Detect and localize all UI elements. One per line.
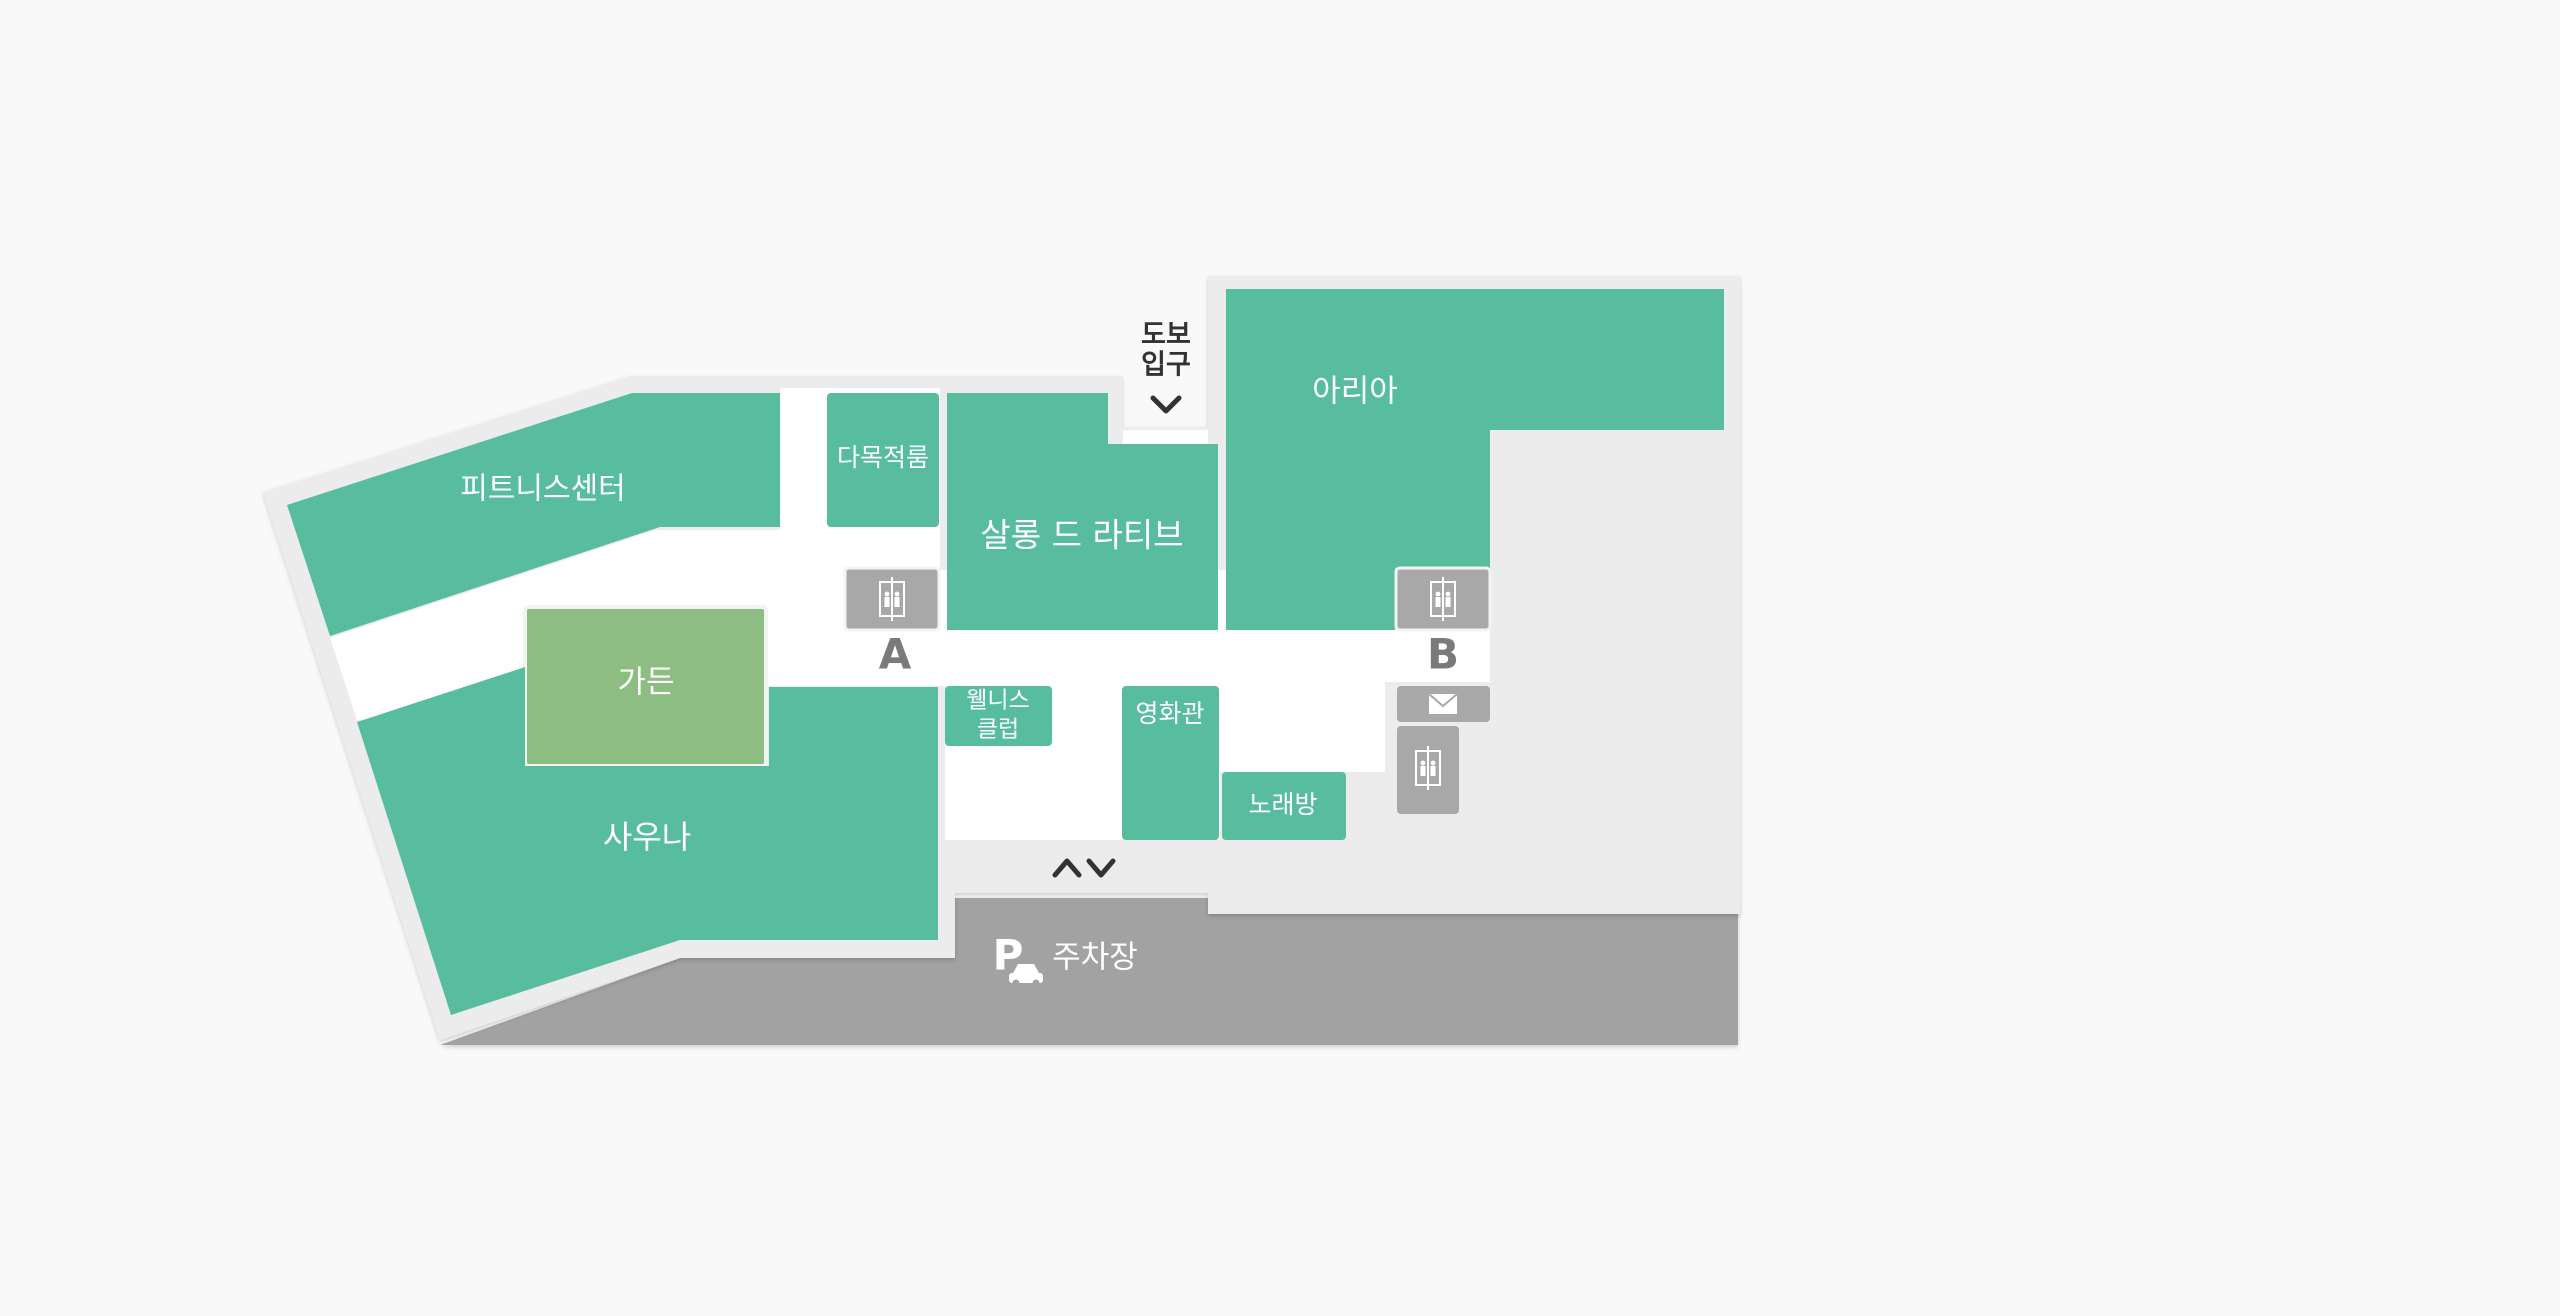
room-garden[interactable]: 가든 xyxy=(523,605,768,768)
parking-area xyxy=(440,898,1738,1045)
marker-a: A xyxy=(879,630,912,679)
elevator-b[interactable] xyxy=(1394,566,1492,632)
chevron-down-icon xyxy=(1086,858,1116,878)
elevator-c[interactable] xyxy=(1397,726,1459,814)
room-label-cinema: 영화관 xyxy=(1135,699,1204,728)
chevron-down-icon xyxy=(1150,395,1182,414)
room-salon[interactable]: 살롱 드 라티브 xyxy=(947,393,1218,630)
marker-b: B xyxy=(1427,630,1459,679)
room-label-salon: 살롱 드 라티브 xyxy=(980,516,1183,555)
parking-label[interactable]: P 주차장 xyxy=(993,931,1138,987)
car-icon xyxy=(1009,964,1043,987)
room-karaoke[interactable]: 노래방 xyxy=(1222,772,1346,840)
mail-icon xyxy=(1428,693,1458,714)
room-label-wellness-2: 클럽 xyxy=(977,717,1019,743)
room-label-multipurpose: 다목적룸 xyxy=(837,443,929,472)
room-cinema[interactable]: 영화관 xyxy=(1122,686,1219,840)
walking-entrance[interactable]: 도보 입구 xyxy=(1141,320,1191,414)
mail-room[interactable] xyxy=(1397,686,1490,722)
room-label-garden: 가든 xyxy=(617,665,674,701)
room-label-aria: 아리아 xyxy=(1312,374,1398,410)
elevator-a[interactable] xyxy=(843,566,941,632)
chevron-up-icon xyxy=(1052,858,1082,878)
parking-text: 주차장 xyxy=(1052,940,1138,976)
room-fitness-center[interactable]: 피트니스센터 xyxy=(287,393,780,636)
entrance-label-1: 도보 xyxy=(1141,320,1191,351)
parking-ramp-arrows[interactable] xyxy=(1052,858,1116,878)
entrance-label-2: 입구 xyxy=(1141,350,1191,381)
room-label-karaoke: 노래방 xyxy=(1248,790,1317,819)
room-label-wellness-1: 웰니스 xyxy=(966,688,1029,714)
room-multipurpose[interactable]: 다목적룸 xyxy=(827,393,939,527)
room-label-sauna: 사우나 xyxy=(603,818,691,856)
room-label-fitness: 피트니스센터 xyxy=(460,472,626,507)
room-sauna[interactable]: 사우나 xyxy=(357,667,938,1015)
room-aria[interactable]: 아리아 xyxy=(1226,289,1724,630)
room-wellness-club[interactable]: 웰니스 클럽 xyxy=(945,686,1052,746)
